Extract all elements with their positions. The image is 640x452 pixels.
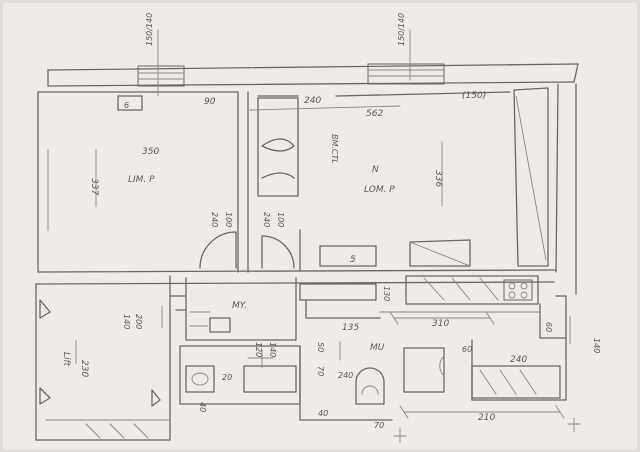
label-140-left: 140: [122, 314, 131, 329]
label-door-100-left: 100: [224, 212, 233, 227]
label-240: 240: [304, 96, 321, 106]
bathroom: [179, 345, 445, 421]
kitchen: [379, 275, 567, 339]
dimension-lines: [75, 105, 581, 443]
label-40-bottom-mid: 40: [318, 409, 328, 418]
room-center: [257, 87, 549, 271]
door-center: [261, 235, 295, 269]
label-336: 336: [433, 170, 443, 187]
marker-5: 5: [350, 255, 356, 265]
label-130: 130: [382, 286, 391, 301]
label-20: 20: [222, 373, 232, 382]
label-90: 90: [204, 97, 216, 107]
window-top-left: [137, 29, 185, 97]
label-310: 310: [432, 319, 449, 329]
label-562: 562: [366, 109, 383, 119]
room-bottom-left: [39, 299, 171, 439]
marker-6: 6: [124, 101, 129, 110]
door-left: [199, 231, 237, 269]
label-230: 230: [79, 360, 89, 377]
label-door-100-mid: 100: [276, 212, 285, 227]
room-bottom-left-name: Lift: [61, 352, 71, 367]
label-135: 135: [342, 323, 359, 333]
label-70: 70: [316, 366, 325, 376]
label-door-240-left: 240: [210, 212, 219, 227]
room-left-name: LIM. P: [128, 175, 155, 185]
label-140-bath: 140: [268, 342, 277, 357]
label-140-far-right: 140: [592, 338, 601, 353]
label-350: 350: [142, 147, 159, 157]
label-60: 60: [462, 345, 472, 354]
label-337: 337: [89, 178, 99, 195]
label-50: 50: [316, 342, 325, 352]
window-top-right: [367, 29, 445, 85]
label-240-bottom: 240: [338, 371, 353, 380]
label-bmctl: BM.CTL: [330, 134, 339, 164]
room-left: [47, 91, 249, 273]
label-150-paren: (150): [462, 91, 486, 101]
label-210: 210: [478, 413, 495, 423]
label-40-bottom-left: 40: [198, 402, 207, 412]
label-70-bottom: 70: [374, 421, 384, 430]
hall-name: MY.: [232, 301, 247, 311]
label-door-240-mid: 240: [262, 212, 271, 227]
room-center-name: LOM. P: [364, 185, 395, 195]
label-240-right: 240: [510, 355, 527, 365]
window-label-right: 150/140: [397, 13, 406, 46]
counter-bottom-right: [471, 339, 561, 401]
label-120: 120: [254, 342, 263, 357]
label-200-left: 200: [134, 314, 143, 329]
room-center-number: N: [372, 165, 379, 175]
label-60-right: 60: [544, 322, 553, 332]
bath-name: MU: [370, 343, 385, 353]
hallway: [169, 277, 381, 341]
outer-walls: [35, 63, 579, 441]
labels: 6 90 240 562 (150) 337 350 LIM. P N LOM.…: [61, 91, 601, 430]
window-label-left: 150/140: [145, 13, 154, 46]
